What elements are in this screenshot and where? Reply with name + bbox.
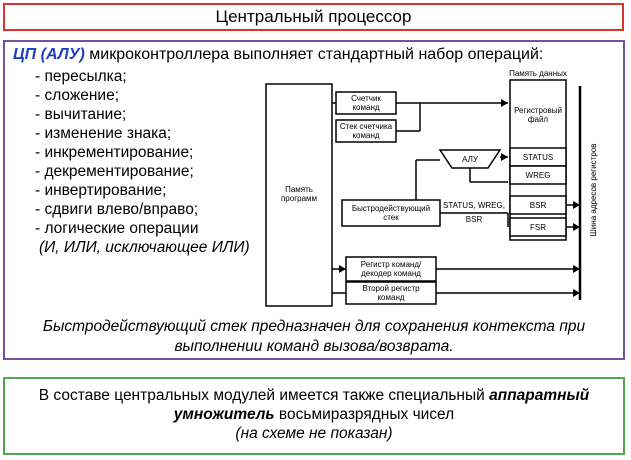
multiplier-line-1: В составе центральных модулей имеется та… [5,386,623,405]
fast-stack-link-label: STATUS, WREG, [443,201,505,210]
program-memory-label: Память [285,185,313,194]
instruction-register-label: декодер команд [361,269,421,278]
program-memory-label: программ [281,194,317,203]
instruction-register-block [345,256,437,282]
operation-item: - инвертирование; [35,182,167,199]
operation-item: - логические операции [35,220,199,237]
program-memory-block [265,83,333,307]
stack-note-line: выполнении команд вызова/возврата. [174,338,454,355]
operation-item: - изменение знака; [35,125,172,142]
counter-stack-label: Стек счетчика [340,122,393,131]
multiplier-line-3: (на схеме не показан) [235,425,393,442]
multiplier-note-box: В составе центральных модулей имеется та… [3,377,625,455]
slide-title: Центральный процессор [3,3,624,31]
multiplier-bold: аппаратный [489,387,590,404]
fast-stack-label: стек [383,213,399,222]
operation-item: - сдвиги влево/вправо; [35,201,199,218]
fsr-label: FSR [530,223,546,232]
operation-item: - сложение; [35,87,120,104]
stack-note-line: Быстродействующий стек предназначен для … [42,318,586,335]
fast-stack-link-label: BSR [466,215,483,224]
operation-item: - пересылка; [35,68,127,85]
stack-note: Быстродействующий стек предназначен для … [5,317,623,357]
data-memory-label: Память данных [509,69,567,78]
register-address-bus-label: Шина адресов регистров [589,143,598,236]
wreg-label: WREG [526,171,551,180]
multiplier-text: В составе центральных модулей имеется та… [38,387,490,404]
status-label: STATUS [523,153,553,162]
second-register-label: команд [377,293,404,302]
wreg-register [509,165,567,185]
main-content-box: ЦП (АЛУ) микроконтроллера выполняет стан… [3,40,625,360]
slide-title-text: Центральный процессор [215,7,412,26]
intro-text: микроконтроллера выполняет стандартный н… [84,46,544,63]
multiplier-line-2: умножитель восьмиразрядных чисел [5,405,623,424]
register-file-label: файл [528,115,549,124]
cpu-alu-label: ЦП (АЛУ) [13,46,85,63]
alu-label: АЛУ [462,155,479,164]
operations-note: (И, ИЛИ, исключающее ИЛИ) [39,239,250,256]
fast-stack-label: Быстродействующий [352,204,430,213]
operation-item: - декрементирование; [35,163,194,180]
counter-label: Счетчик [351,94,381,103]
multiplier-bold: умножитель [173,406,275,423]
operation-item: - инкрементирование; [35,144,194,161]
intro-line: ЦП (АЛУ) микроконтроллера выполняет стан… [13,46,543,64]
bsr-label: BSR [530,201,547,210]
fast-stack-block [341,199,441,227]
counter-label: команд [352,103,379,112]
instruction-register-label: Регистр команд/ [361,260,422,269]
multiplier-text: восьмиразрядных чисел [274,406,455,423]
operation-item: - вычитание; [35,106,127,123]
register-file-label: Регистровый [514,106,562,115]
counter-stack-label: команд [352,131,379,140]
alu-block [438,149,502,169]
operations-list: - пересылка; - сложение; - вычитание; - … [35,67,250,257]
second-register-label: Второй регистр [362,284,420,293]
